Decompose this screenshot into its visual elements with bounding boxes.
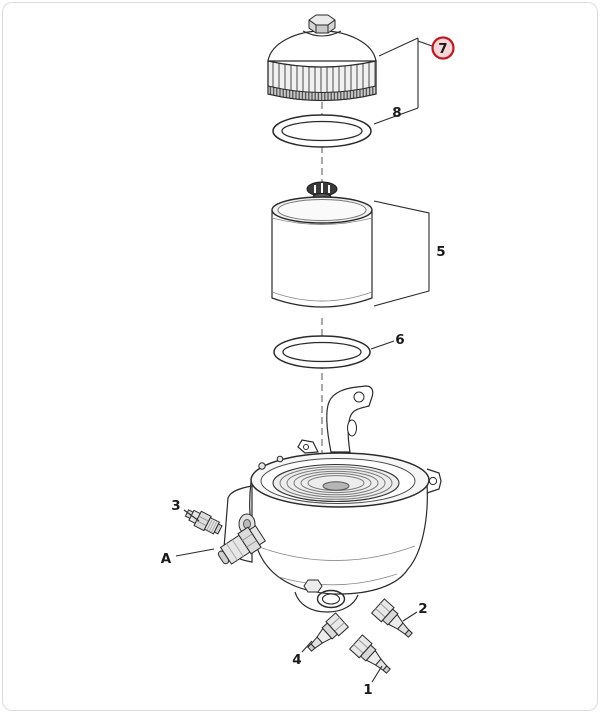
sensor-fitting-3 bbox=[184, 509, 223, 535]
fitting-2 bbox=[371, 598, 418, 643]
valve-assembly-a bbox=[217, 525, 267, 565]
callout-7-highlight-circle bbox=[431, 36, 455, 60]
callout-5: 5 bbox=[436, 244, 445, 260]
filter-cap bbox=[267, 14, 377, 102]
callout-8: 8 bbox=[392, 105, 401, 121]
mounting-bracket bbox=[297, 385, 374, 454]
leader-lines bbox=[175, 37, 433, 683]
fitting-1 bbox=[349, 634, 396, 679]
filter-element bbox=[271, 181, 373, 308]
callout-1: 1 bbox=[363, 682, 372, 698]
callout-4: 4 bbox=[292, 652, 301, 668]
callouts: 7 8 5 6 3 A 2 4 1 bbox=[161, 36, 455, 698]
callout-7: 7 bbox=[438, 41, 447, 57]
housing-threads bbox=[272, 463, 400, 503]
o-ring-upper bbox=[272, 114, 372, 148]
o-ring-lower bbox=[273, 335, 371, 369]
callout-3: 3 bbox=[171, 498, 180, 514]
callout-2: 2 bbox=[418, 601, 427, 617]
cap-hex-knob bbox=[302, 14, 342, 37]
drain-seal bbox=[303, 579, 346, 609]
callout-6: 6 bbox=[395, 332, 404, 348]
fitting-4 bbox=[302, 612, 349, 657]
callout-a: A bbox=[161, 551, 172, 567]
filter-housing bbox=[184, 385, 442, 679]
